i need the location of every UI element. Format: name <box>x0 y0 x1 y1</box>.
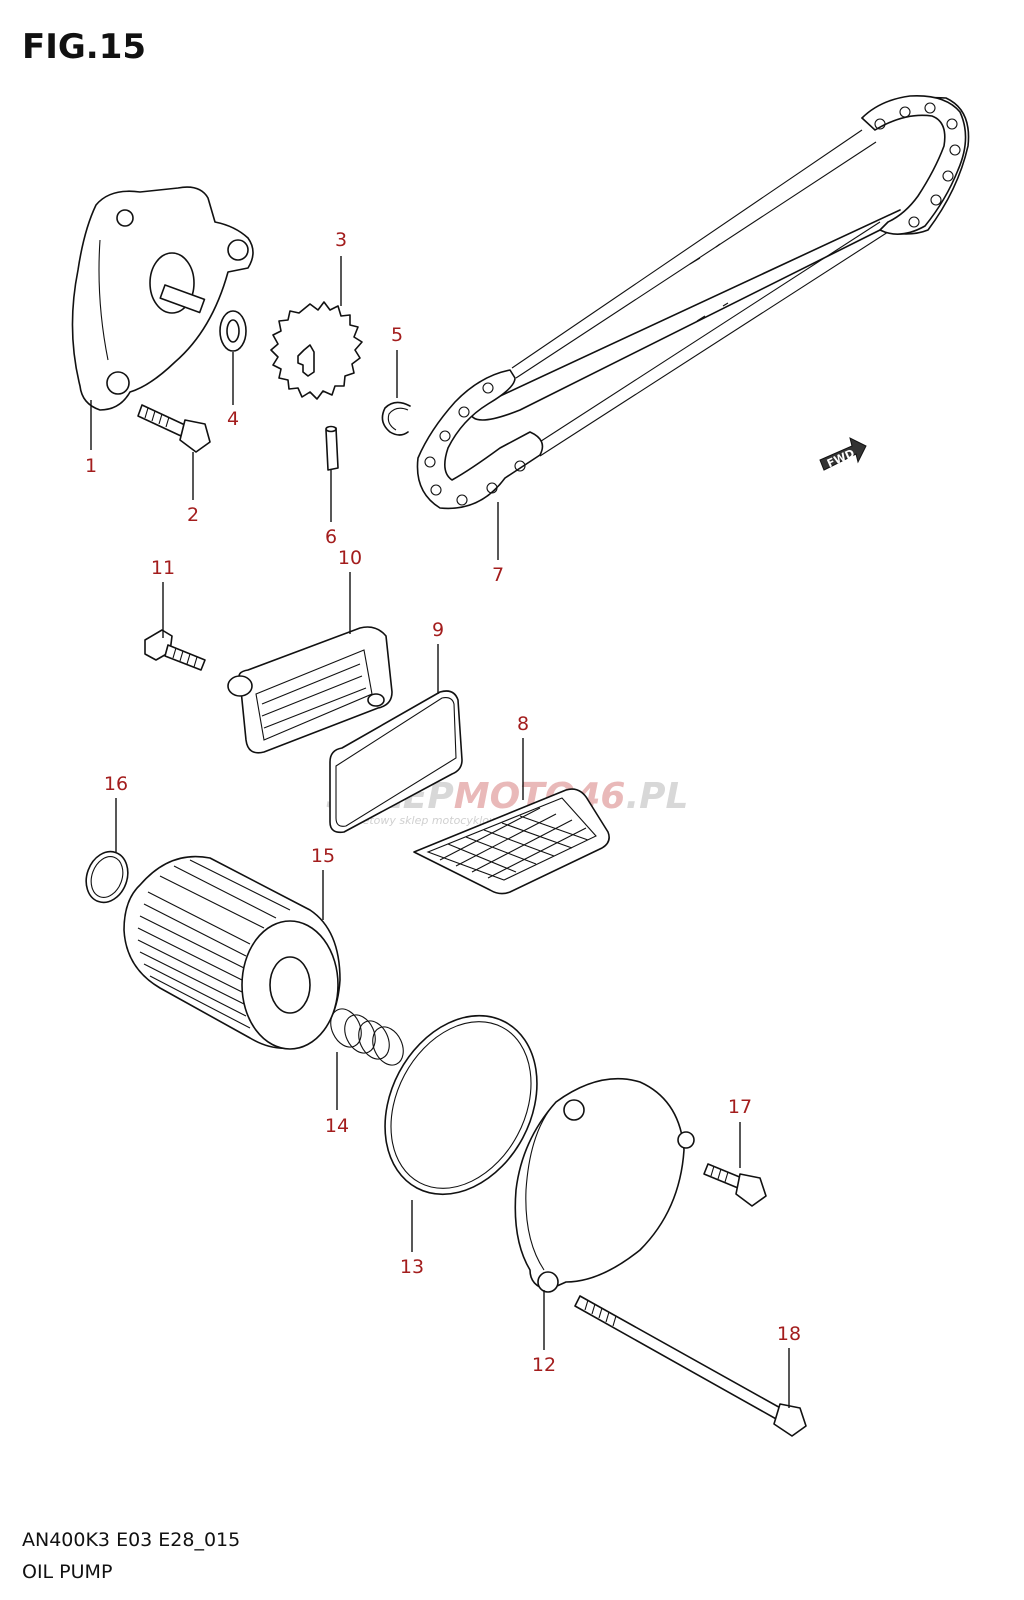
callout-8: 8 <box>517 713 529 735</box>
forward-direction-arrow: FWD <box>819 437 867 471</box>
fwd-label: FWD <box>825 447 857 471</box>
callout-18: 18 <box>777 1323 801 1345</box>
part-15-oil-filter <box>123 855 341 1050</box>
part-9-gasket <box>329 690 463 834</box>
callout-10: 10 <box>338 547 362 569</box>
callout-16: 16 <box>104 773 128 795</box>
callout-5: 5 <box>391 324 403 346</box>
callout-6: 6 <box>325 526 337 548</box>
part-8-oil-strainer <box>413 788 610 895</box>
part-13-o-ring <box>384 1014 538 1196</box>
model-code: AN400K3 E03 E28_015 <box>22 1529 240 1551</box>
callout-numbers: 1 2 3 4 5 6 7 8 9 10 11 12 13 14 15 16 1… <box>85 229 801 1376</box>
part-4-washer <box>219 310 247 352</box>
callout-14: 14 <box>325 1115 349 1137</box>
part-14-spring <box>330 1008 404 1066</box>
callout-7: 7 <box>492 564 504 586</box>
callout-15: 15 <box>311 845 335 867</box>
leader-lines <box>90 256 790 1408</box>
callout-11: 11 <box>151 557 175 579</box>
watermark-tagline: internetowy sklep motocyklowy <box>330 814 505 827</box>
part-2-bolt <box>137 404 211 453</box>
part-17-bolt <box>703 1163 767 1207</box>
callout-17: 17 <box>728 1096 752 1118</box>
watermark-brand-tld: .PL <box>625 776 688 817</box>
part-10-strainer-cover <box>227 626 393 754</box>
part-1-oil-pump-body <box>71 186 254 411</box>
part-3-gear <box>270 301 363 400</box>
diagram-caption: OIL PUMP <box>22 1561 112 1583</box>
callout-9: 9 <box>432 619 444 641</box>
callout-3: 3 <box>335 229 347 251</box>
part-12-filter-cap <box>514 1077 695 1293</box>
part-7-chain <box>416 95 970 510</box>
part-16-o-ring <box>85 850 129 904</box>
callout-13: 13 <box>400 1256 424 1278</box>
part-18-long-bolt <box>574 1295 807 1437</box>
part-6-pin <box>325 425 339 471</box>
callout-4: 4 <box>227 408 239 430</box>
part-5-circlip <box>381 401 411 436</box>
callout-2: 2 <box>187 504 199 526</box>
callout-1: 1 <box>85 455 97 477</box>
callout-12: 12 <box>532 1354 556 1376</box>
part-11-bolt <box>144 629 206 671</box>
figure-title: FIG.15 <box>22 27 146 67</box>
